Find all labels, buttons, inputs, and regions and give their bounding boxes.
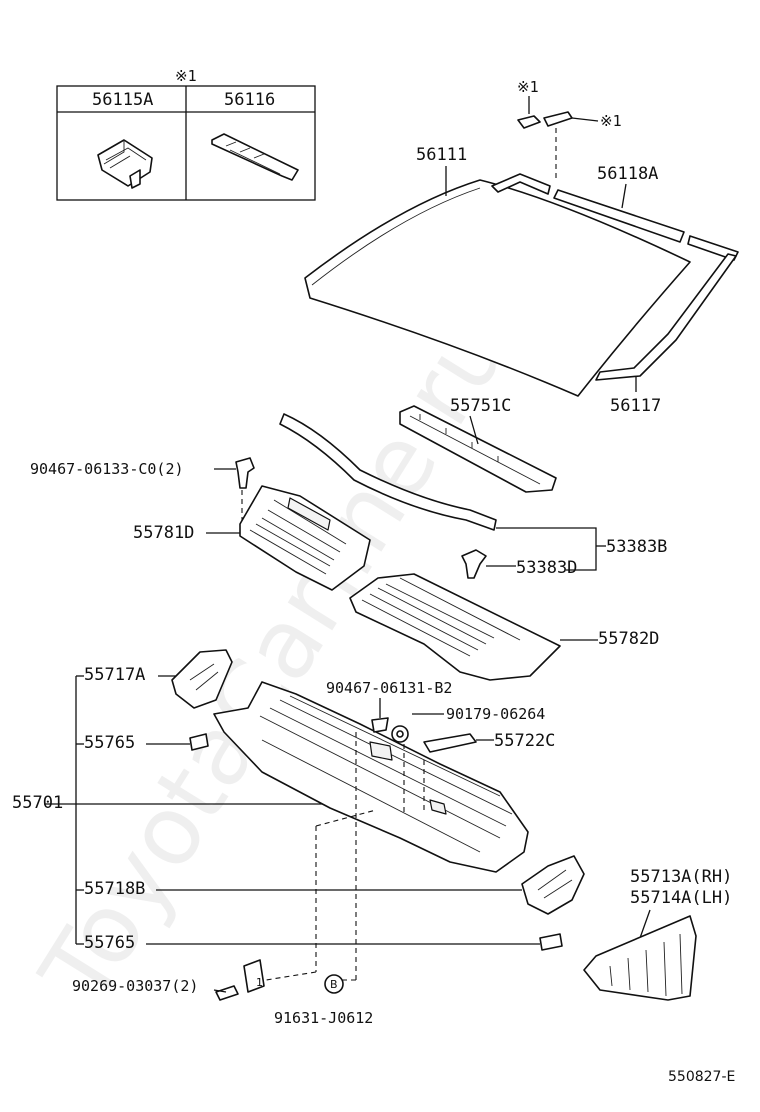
- ref-one: 1: [256, 976, 263, 989]
- label-55751c: 55751C: [450, 396, 511, 416]
- clip-note-mark-right: ※1: [600, 112, 622, 130]
- bracket-55717a-drawing: [171, 649, 233, 709]
- moulding-56118a: [491, 173, 739, 381]
- label-55713a: 55713A(RH): [630, 867, 732, 887]
- cowl-seal-strip: [279, 413, 497, 531]
- label-90467-06133: 90467-06133-C0(2): [30, 460, 184, 478]
- cowl-panel-55781d: [239, 485, 371, 591]
- cowl-panel-55701: [213, 681, 529, 873]
- label-55717a: 55717A: [84, 665, 145, 685]
- pad-55765-bottom: [539, 933, 563, 951]
- clip-90467-06131-drawing: [371, 717, 389, 733]
- label-55722c: 55722C: [494, 731, 555, 751]
- brace-55722c-drawing: [423, 733, 477, 753]
- label-55701: 55701: [12, 793, 63, 813]
- clip-90467-06133-drawing: [235, 457, 255, 489]
- clip-note-mark-top: ※1: [517, 78, 539, 96]
- label-90269-03037: 90269-03037(2): [72, 977, 198, 995]
- label-55781d: 55781D: [133, 523, 194, 543]
- label-56117: 56117: [610, 396, 661, 416]
- windshield-glass-56111: [304, 179, 691, 397]
- label-53383d: 53383D: [516, 558, 577, 578]
- clip-53383d-drawing: [461, 549, 487, 579]
- windshield-clips-group: ※1 ※1: [517, 78, 622, 178]
- side-panel-55713a-drawing: [583, 915, 697, 1001]
- cowl-panel-55782d: [349, 573, 561, 681]
- label-90179-06264: 90179-06264: [446, 705, 545, 723]
- label-55714a: 55714A(LH): [630, 888, 732, 908]
- diagram-code: 550827-E: [668, 1069, 735, 1085]
- bracket-90269-drawing: 1: [215, 959, 265, 1001]
- clip-56115a-drawing: [97, 139, 153, 189]
- pad-55765-top: [189, 733, 209, 751]
- inset-note-mark: ※1: [175, 67, 197, 85]
- label-55782d: 55782D: [598, 629, 659, 649]
- inset-table: ※1 56115A 56116: [56, 67, 316, 201]
- label-53383b: 53383B: [606, 537, 667, 557]
- label-55765-top: 55765: [84, 733, 135, 753]
- bracket-55718b-drawing: [521, 855, 585, 915]
- inset-col1-label: 56115A: [92, 90, 153, 110]
- label-56118a: 56118A: [597, 164, 658, 184]
- clip-56116-drawing: [211, 133, 299, 181]
- label-90467-06131: 90467-06131-B2: [326, 679, 452, 697]
- label-55765-bottom: 55765: [84, 933, 135, 953]
- label-91631-j0612: 91631-J0612: [274, 1009, 373, 1027]
- label-55718b: 55718B: [84, 879, 145, 899]
- circle-b-marker: [324, 974, 344, 994]
- label-56111: 56111: [416, 145, 467, 165]
- cowl-louver-55751c: [399, 405, 557, 493]
- inset-col2-label: 56116: [224, 90, 275, 110]
- circle-b-letter: B: [330, 978, 338, 991]
